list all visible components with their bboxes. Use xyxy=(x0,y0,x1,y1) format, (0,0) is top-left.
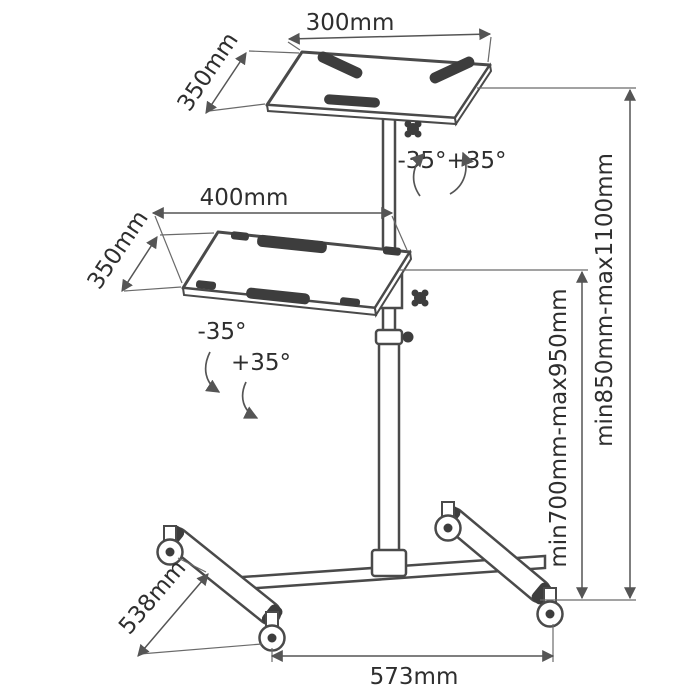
tilt-arrow-down-right xyxy=(241,381,259,419)
dimension-lower-height: min700mm-max950mm xyxy=(399,269,588,600)
lower-height-label: min700mm-max950mm xyxy=(546,288,572,567)
base-width-label: 573mm xyxy=(370,664,459,690)
dimension-lower-width: 400mm xyxy=(151,185,408,284)
base xyxy=(156,501,564,652)
anti-slip-strip xyxy=(257,234,327,254)
dimension-top-width: 300mm xyxy=(287,10,492,63)
caster-back-right xyxy=(434,501,462,542)
overall-height-label: min850mm-max1100mm xyxy=(592,153,618,447)
lower-depth-label: 350mm xyxy=(83,206,154,294)
caster-hub xyxy=(267,633,277,643)
corner-pad xyxy=(382,246,402,256)
base-depth-label: 538mm xyxy=(114,555,191,639)
top-shelf-edge xyxy=(453,62,493,127)
lower-shelf-edge xyxy=(373,249,413,318)
caster-hub xyxy=(545,609,555,619)
pole-upper-tube xyxy=(381,110,397,349)
caster-hub xyxy=(165,547,175,557)
lower-shelf xyxy=(181,230,429,318)
tilt-arrow-right xyxy=(449,151,474,195)
height-adjust-knob xyxy=(402,331,414,343)
pole xyxy=(374,108,414,574)
corner-pad xyxy=(195,280,217,290)
pole-lower-tube xyxy=(377,338,401,574)
anti-slip-strip xyxy=(246,287,310,305)
caster-front-right xyxy=(536,587,564,628)
anti-slip-strip xyxy=(429,56,475,84)
tilt-arrow-down-left xyxy=(204,351,221,393)
dimension-base-depth: 538mm xyxy=(114,555,263,657)
lower-tilt-positive-label: +35° xyxy=(231,350,291,376)
pole-clamp-collar xyxy=(374,328,404,346)
lower-tilt-annotation: -35° +35° xyxy=(197,319,291,419)
top-shelf-tilt-knob xyxy=(404,120,422,138)
lower-width-label: 400mm xyxy=(200,185,289,211)
caster-hub xyxy=(443,523,453,533)
dimension-base-width: 573mm xyxy=(270,624,555,690)
tilt-arrow-left xyxy=(410,153,425,197)
lower-tilt-negative-label: -35° xyxy=(197,319,246,345)
top-tilt-annotation: -35°+35° xyxy=(397,148,507,197)
corner-pad xyxy=(339,297,361,307)
dimension-overall-height: min850mm-max1100mm xyxy=(477,87,636,601)
caster-back-left xyxy=(156,525,184,566)
corner-pad xyxy=(230,231,250,241)
anti-slip-strip xyxy=(324,94,380,108)
lower-shelf-tilt-knob xyxy=(411,289,429,307)
top-shelf xyxy=(265,50,493,138)
pole-base-bracket xyxy=(370,548,408,578)
top-width-label: 300mm xyxy=(306,10,395,36)
anti-slip-strip xyxy=(317,51,363,79)
